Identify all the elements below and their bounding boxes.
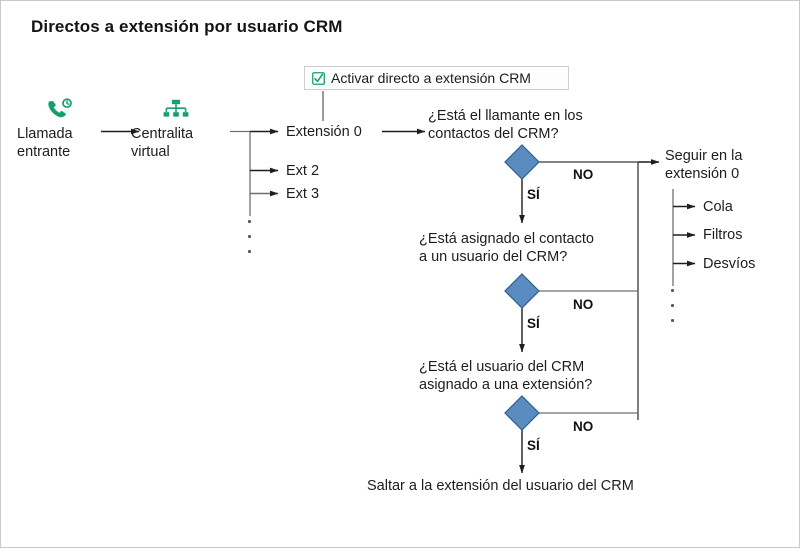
checkbox-checked-icon[interactable] [312,71,325,85]
decision-question-3-line1: ¿Está el usuario del CRM [419,359,585,375]
decision-3-yes-label: SÍ [527,438,540,453]
outcome-child-desvios: Desvíos [703,256,756,272]
outcome-stay-label-line1: Seguir en la [665,148,743,164]
decision-question-3-line2: asignado a una extensión? [419,377,593,393]
decision-question-1-line2: contactos del CRM? [428,126,559,142]
virtual-pbx-hierarchy-icon [163,99,197,125]
extension-0-label: Extensión 0 [286,124,362,140]
crm-direct-extension-toggle[interactable]: Activar directo a extensión CRM [304,66,569,90]
crm-toggle-label: Activar directo a extensión CRM [331,70,531,86]
decision-question-3: ¿Está el usuario del CRM asignado a una … [419,358,627,394]
incoming-call-icon [46,98,80,124]
decision-diamond-3 [504,395,540,431]
outcome-stay-on-extension: Seguir en la extensión 0 [665,147,795,183]
decision-question-1-line1: ¿Está el llamante en los [428,108,583,124]
start-node-label-line1: Llamada [17,126,73,142]
outcome-jump-to-user-extension: Saltar a la extensión del usuario del CR… [367,478,634,494]
pbx-node-label: Centralita virtual [131,125,221,161]
decision-question-1: ¿Está el llamante en los contactos del C… [428,107,618,143]
decision-3-no-label: NO [573,419,594,434]
outcome-child-cola: Cola [703,199,733,215]
decision-diamond-2 [504,273,540,309]
decision-1-no-label: NO [573,167,594,182]
decision-diamond-1 [504,144,540,180]
decision-1-yes-label: SÍ [527,187,540,202]
extension-item-ext3: Ext 3 [286,186,320,202]
decision-question-2: ¿Está asignado el contacto a un usuario … [419,230,627,266]
outcome-stay-label-line2: extensión 0 [665,166,740,182]
pbx-node-label-line2: virtual [131,144,170,160]
decision-question-2-line1: ¿Está asignado el contacto [419,231,594,247]
start-node-label-line2: entrante [17,144,71,160]
outcome-child-filtros: Filtros [703,227,743,243]
page-title: Directos a extensión por usuario CRM [31,17,343,36]
decision-2-no-label: NO [573,297,594,312]
extension-item-ext2: Ext 2 [286,163,320,179]
decision-question-2-line2: a un usuario del CRM? [419,249,568,265]
decision-2-yes-label: SÍ [527,316,540,331]
start-node-label: Llamada entrante [17,125,107,161]
pbx-node-label-line1: Centralita [131,126,194,142]
